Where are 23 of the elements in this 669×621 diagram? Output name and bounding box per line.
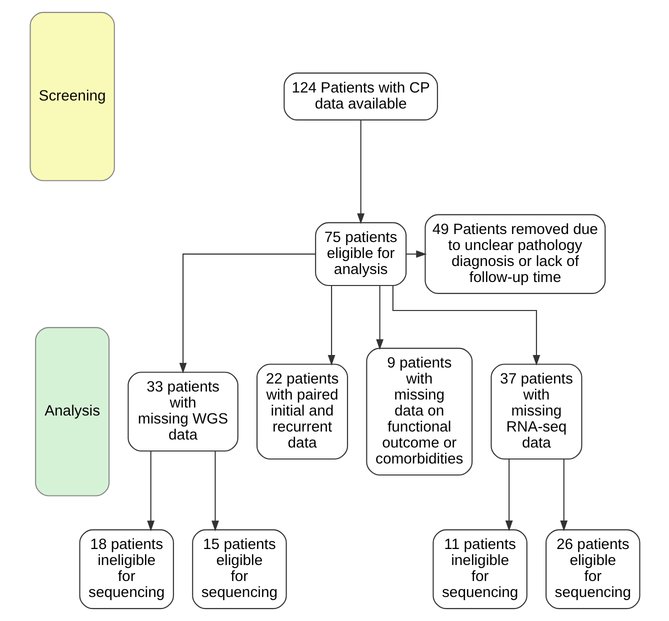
arrow — [327, 286, 335, 366]
node-box: 75 patients eligible for analysis — [314, 222, 406, 286]
arrow — [376, 286, 384, 350]
arrow — [406, 250, 426, 258]
node-box: 11 patients ineligible for sequencing — [432, 529, 527, 610]
arrow — [178, 254, 315, 374]
node-box: Analysis — [34, 327, 110, 496]
arrow — [356, 120, 364, 224]
arrow — [392, 286, 540, 366]
node-box: 37 patients with missing RNA-seq data — [490, 364, 582, 460]
arrow — [211, 451, 218, 532]
node-box: Screening — [29, 12, 114, 182]
node-box: 124 Patients with CP data available — [283, 72, 438, 120]
arrow — [504, 459, 512, 532]
node-box: 18 patients ineligible for sequencing — [78, 529, 174, 610]
arrow — [146, 451, 154, 532]
node-box: 49 Patients removed due to unclear pathology diagnosis or lack of follow-up time — [424, 214, 606, 294]
node-box: 33 patients with missing WGS data — [127, 372, 238, 452]
node-box: 26 patients eligible for sequencing — [545, 529, 640, 610]
node-box: 22 patients with paired initial and recurrent data — [256, 364, 348, 460]
node-box: 9 patients with missing data on functional outcome or comorbidities — [366, 348, 472, 476]
node-box: 15 patients eligible for sequencing — [192, 529, 286, 610]
arrow — [560, 459, 568, 532]
